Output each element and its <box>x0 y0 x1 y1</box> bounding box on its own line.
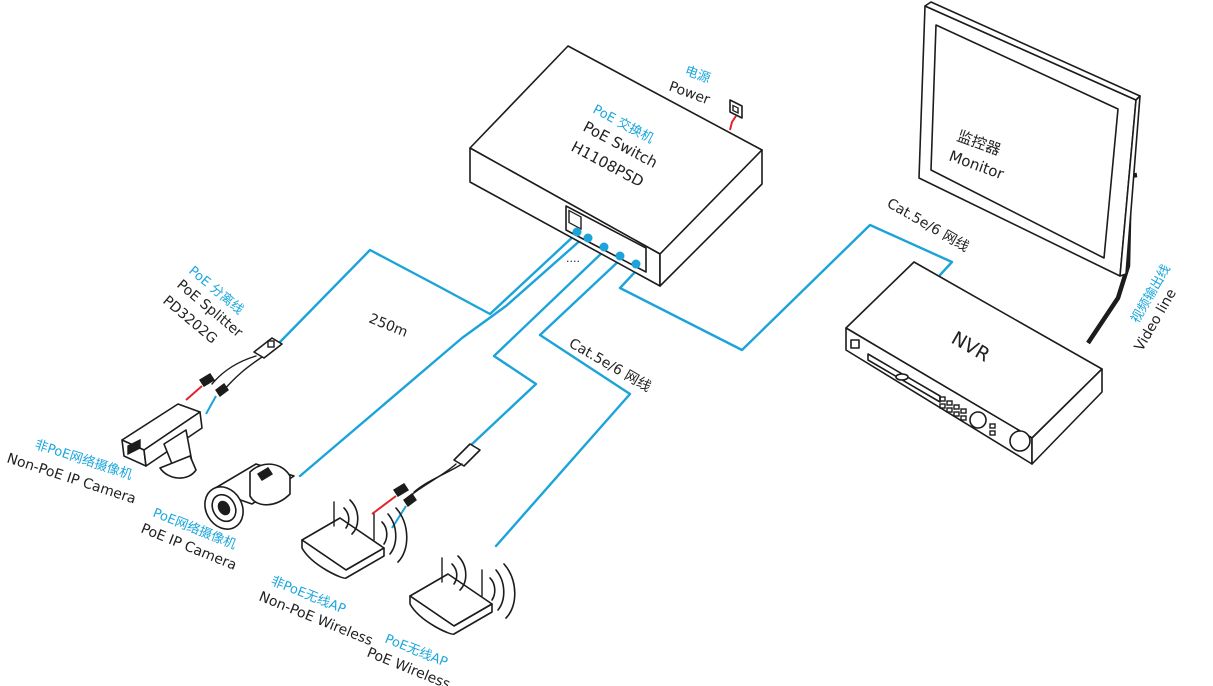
cable-switch-to-non-poe-ap <box>468 247 608 448</box>
cable-switch-to-nvr <box>618 223 954 352</box>
cable-switch-to-splitter <box>278 231 579 344</box>
power-socket <box>729 99 743 119</box>
switch-port-dots: .... <box>566 252 580 265</box>
switch-port-leds <box>572 227 641 269</box>
cables <box>278 172 1138 548</box>
poe-switch: .... PoE 交换机 PoE Switch H1108PSD 电源 Powe… <box>469 45 763 287</box>
monitor: 监控器 Monitor <box>918 1 1141 277</box>
cable-switch-to-poe-ap <box>494 256 632 548</box>
power-wire <box>729 115 737 131</box>
nvr-front-buttons <box>939 396 996 436</box>
cable-label-middle: Cat.5e/6 网线 <box>566 336 654 396</box>
non-poe-camera: 非PoE网络摄像机 Non-PoE IP Camera <box>5 403 203 507</box>
poe-ap: PoE无线AP PoE Wireless <box>365 555 516 686</box>
distance-label: 250m <box>367 311 410 341</box>
switch-ports <box>565 205 647 273</box>
nvr-power-button <box>850 339 860 349</box>
cable-switch-to-poe-camera <box>298 236 585 478</box>
poe-splitter: PoE 分离线 PoE Splitter PD3202G <box>159 263 283 415</box>
nvr-knob <box>1009 430 1031 452</box>
nvr: NVR <box>845 261 1103 465</box>
poe-camera: PoE网络摄像机 PoE IP Camera <box>139 463 295 574</box>
cable-label-top: Cat.5e/6 网线 <box>884 196 972 256</box>
nvr-jog-dial <box>969 411 987 429</box>
